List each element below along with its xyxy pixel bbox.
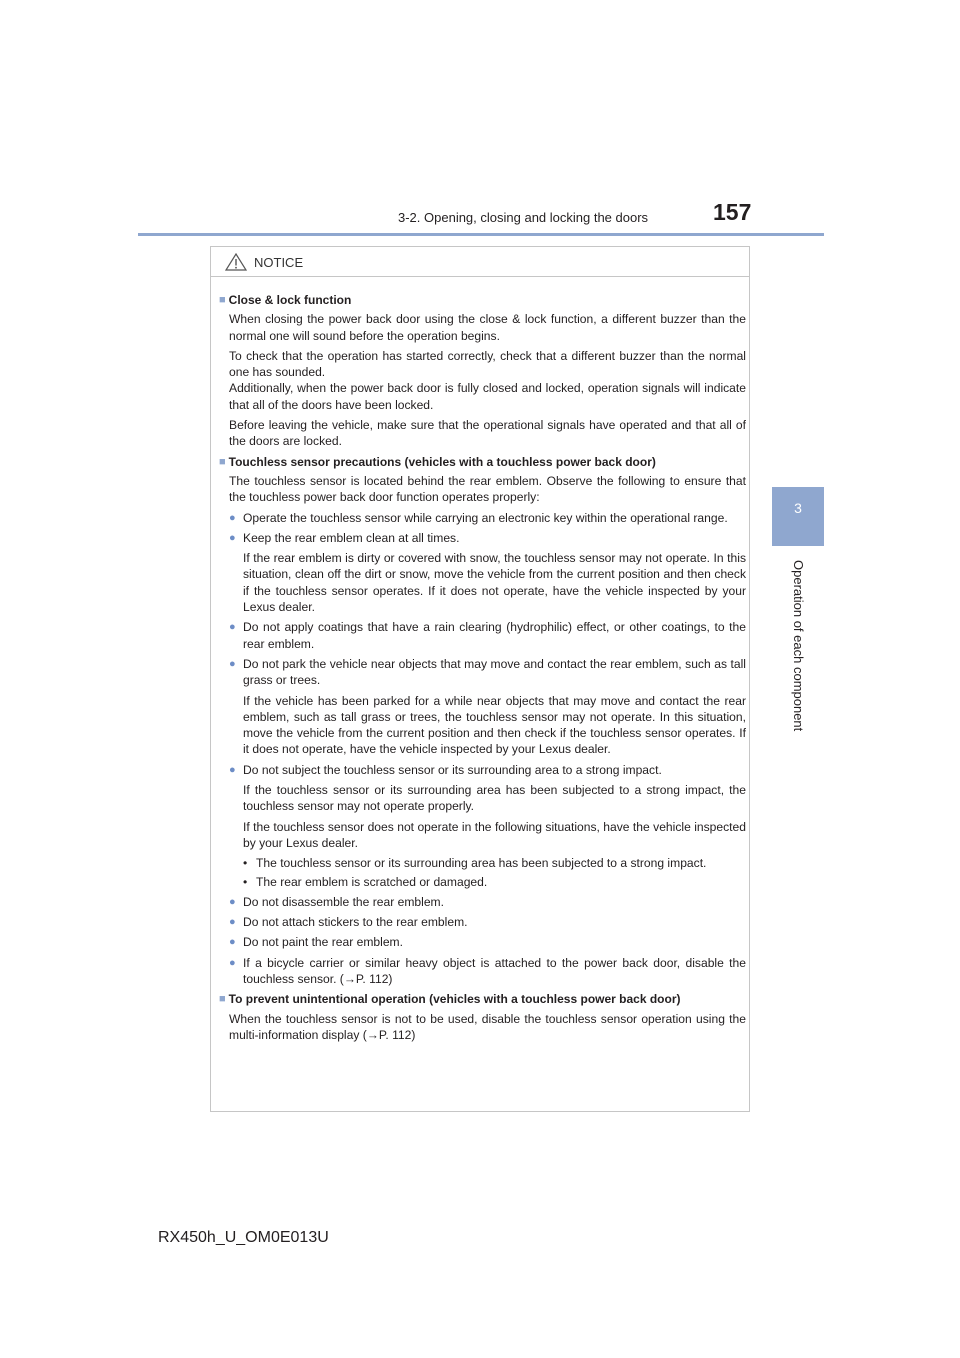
heading-text: To prevent unintentional operation (vehi… — [228, 992, 681, 1007]
heading-text: Close & lock function — [228, 293, 352, 307]
dash-item-text: The rear emblem is scratched or damaged. — [256, 874, 488, 889]
notice-header: NOTICE — [211, 247, 749, 277]
list-item-text: Keep the rear emblem clean at all times. — [243, 530, 460, 545]
chapter-label: Operation of each component — [791, 560, 806, 732]
square-bullet-icon: ■ — [219, 993, 226, 1006]
list-item: ● Do not park the vehicle near objects th… — [229, 656, 746, 689]
page-number: 157 — [713, 199, 752, 225]
paragraph: The touchless sensor is located behind t… — [229, 473, 746, 505]
circle-bullet-icon: ● — [229, 916, 236, 929]
dash-bullet: • — [243, 856, 248, 871]
circle-bullet-icon: ● — [229, 763, 236, 776]
section-title: 3-2. Opening, closing and locking the do… — [398, 210, 649, 225]
manual-code: RX450h_U_OM0E013U — [158, 1229, 329, 1246]
circle-bullet-icon: ● — [229, 657, 236, 670]
paragraph: Additionally, when the power back door i… — [229, 381, 746, 412]
list-item: ● If a bicycle carrier or similar heavy o… — [229, 955, 746, 988]
paragraph: When the touchless sensor is not to be u… — [229, 1011, 746, 1042]
chapter-number: 3 — [794, 500, 802, 516]
dash-item: • The rear emblem is scratched or damaged… — [243, 874, 746, 890]
list-item-text: Do not apply coatings that have a rain c… — [243, 620, 746, 651]
dash-item-text: The touchless sensor or its surrounding … — [256, 856, 707, 871]
circle-bullet-icon: ● — [229, 621, 236, 634]
square-bullet-icon: ■ — [219, 455, 226, 468]
dash-item: • The touchless sensor or its surrounding… — [243, 855, 746, 871]
square-bullet-icon: ■ — [219, 294, 226, 306]
list-item-text: Do not subject the touchless sensor or i… — [243, 762, 662, 777]
list-item: ● Do not disassemble the rear emblem. — [229, 894, 746, 910]
list-item-text: Do not park the vehicle near objects tha… — [243, 656, 746, 688]
list-item-text: Do not paint the rear emblem. — [243, 935, 403, 950]
touchless-heading: ■ Touchless sensor precautions (vehicles… — [219, 454, 746, 470]
list-item-text: Do not disassemble the rear emblem. — [243, 894, 444, 909]
list-item-text: If a bicycle carrier or similar heavy ob… — [243, 955, 746, 986]
sub-paragraph: If the vehicle has been parked for a whi… — [243, 693, 746, 757]
paragraph: To check that the operation has started … — [229, 348, 746, 380]
paragraph: Before leaving the vehicle, make sure th… — [229, 418, 746, 449]
chapter-tab — [772, 487, 824, 546]
notice-box: NOTICE ■ Close & lock function When clos… — [210, 246, 750, 1112]
list-item: ● Do not attach stickers to the rear embl… — [229, 914, 746, 930]
circle-bullet-icon: ● — [229, 936, 236, 949]
sub-paragraph: If the touchless sensor or its surroundi… — [243, 783, 746, 814]
notice-body: ■ Close & lock function When closing the… — [219, 292, 746, 1047]
list-item: ● Do not paint the rear emblem. — [229, 934, 746, 950]
circle-bullet-icon: ● — [229, 895, 236, 908]
prevent-heading: ■ To prevent unintentional operation (ve… — [219, 991, 746, 1007]
list-item-text: Operate the touchless sensor while carry… — [243, 510, 728, 525]
list-item-text: Do not attach stickers to the rear emble… — [243, 915, 468, 930]
sub-paragraph: If the rear emblem is dirty or covered w… — [243, 551, 746, 615]
close-lock-heading: ■ Close & lock function — [219, 292, 746, 308]
header-rule — [138, 233, 824, 236]
notice-title: NOTICE — [254, 255, 304, 270]
circle-bullet-icon: ● — [229, 956, 236, 969]
list-item: ● Operate the touchless sensor while carr… — [229, 510, 746, 526]
dash-bullet: • — [243, 874, 248, 889]
list-item: ● Keep the rear emblem clean at all times… — [229, 530, 746, 546]
heading-text: Touchless sensor precautions (vehicles w… — [228, 454, 656, 469]
warning-triangle-icon — [225, 253, 247, 271]
chapter-label-wrap: Operation of each component — [790, 560, 806, 750]
list-item: ● Do not apply coatings that have a rain … — [229, 619, 746, 652]
sub-paragraph: If the touchless sensor does not operate… — [243, 819, 746, 850]
circle-bullet-icon: ● — [229, 511, 236, 524]
circle-bullet-icon: ● — [229, 531, 236, 544]
list-item: ● Do not subject the touchless sensor or … — [229, 762, 746, 778]
paragraph: When closing the power back door using t… — [229, 312, 746, 343]
